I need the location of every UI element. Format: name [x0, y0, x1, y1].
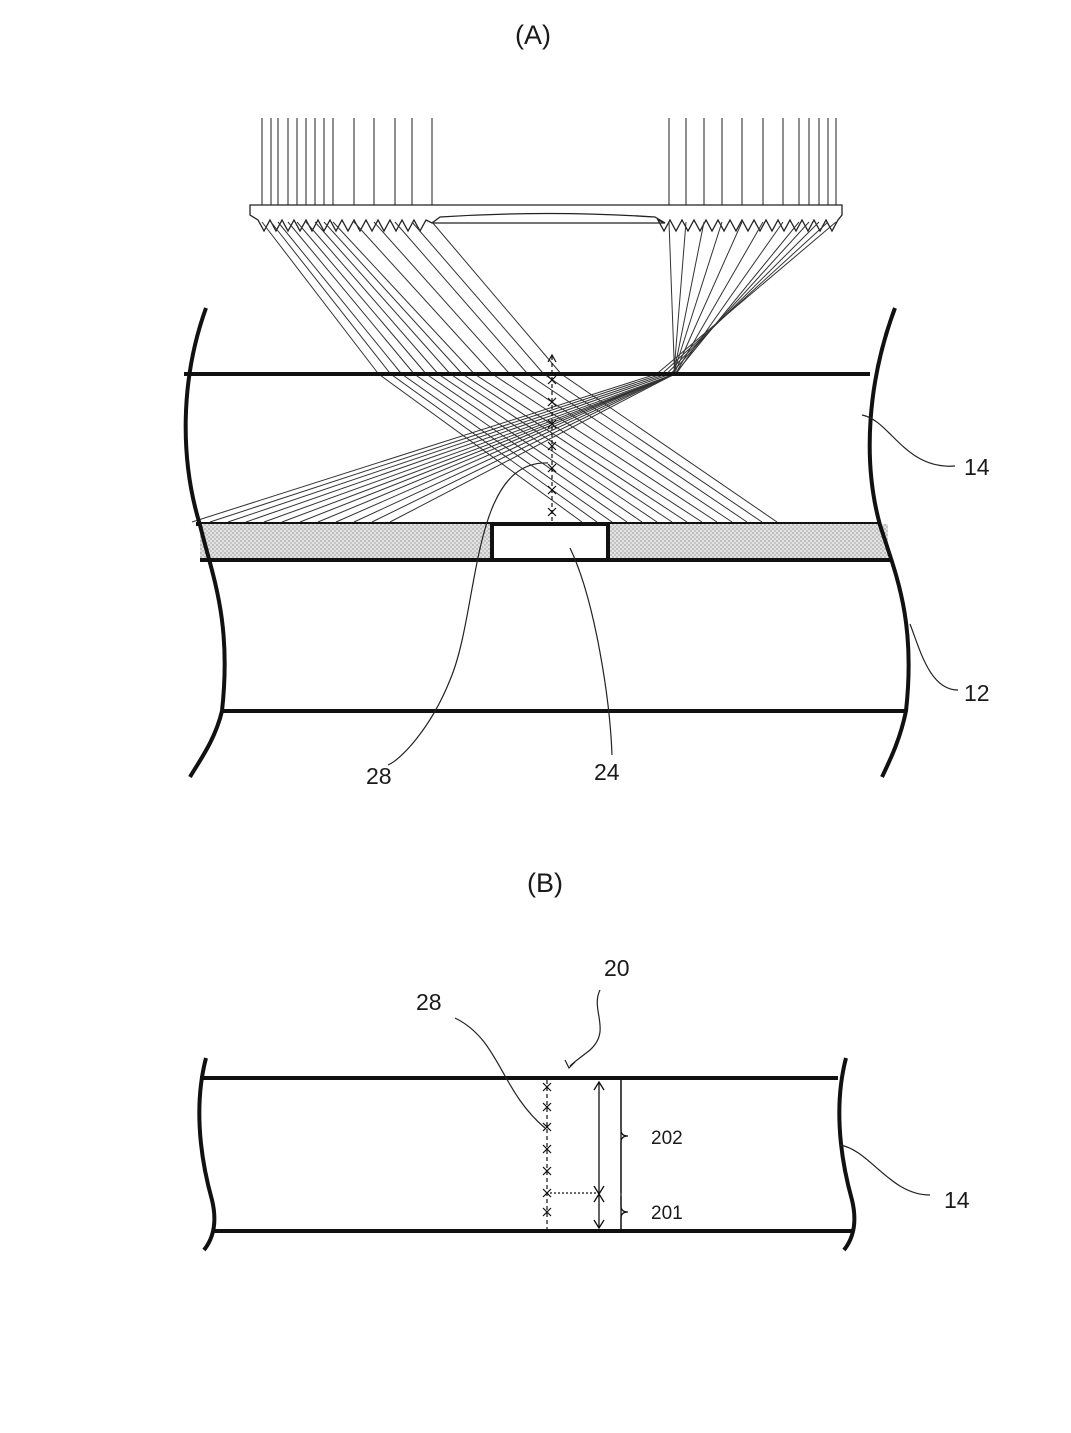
ref-28-a: 28	[366, 763, 392, 789]
ref-14-a: 14	[964, 454, 990, 480]
ref-202: 202	[651, 1128, 683, 1149]
dimension-arrows	[550, 1080, 628, 1229]
modified-region-28-section	[543, 1080, 551, 1229]
panel-b-label: (B)	[527, 868, 563, 898]
focusing-lens	[250, 205, 842, 231]
panel-b: (B)	[199, 868, 969, 1250]
ref-24: 24	[594, 759, 620, 785]
leader-lines-b	[455, 990, 930, 1195]
ref-20: 20	[604, 955, 630, 981]
ref-28-b: 28	[416, 989, 442, 1015]
panel-a-label: (A)	[515, 20, 551, 50]
element-24	[492, 524, 608, 560]
converging-rays-in-layer	[192, 374, 777, 522]
modified-region-28	[548, 355, 556, 522]
converging-rays	[262, 222, 836, 374]
layer-14-section	[199, 1058, 854, 1250]
panel-a: (A)	[184, 20, 990, 789]
ref-14-b: 14	[944, 1187, 970, 1213]
ref-201: 201	[651, 1203, 683, 1224]
ref-12: 12	[964, 680, 990, 706]
incoming-laser-beams	[262, 118, 836, 205]
lens-center-recess	[432, 214, 665, 224]
stippled-interlayer	[200, 524, 892, 560]
